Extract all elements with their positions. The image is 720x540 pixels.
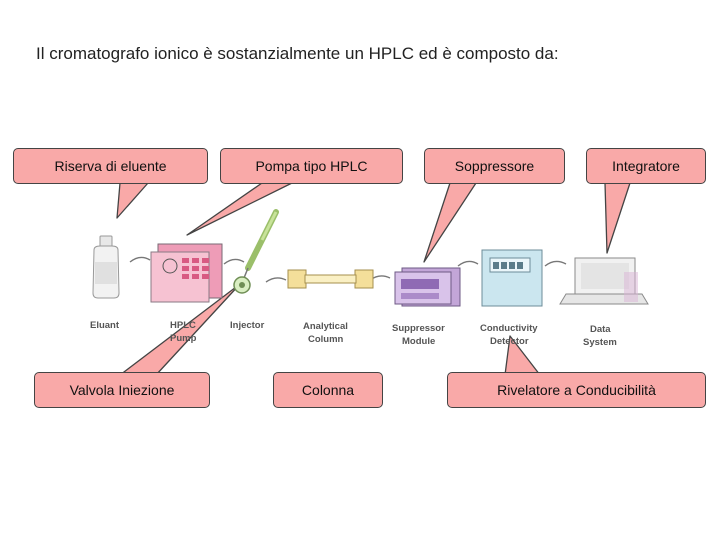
pump-label-2: Pump — [170, 333, 197, 344]
data-label-1: Data — [590, 324, 611, 335]
injector-label: Injector — [230, 320, 265, 331]
detector-label-2: Detector — [490, 336, 529, 347]
callout-tail-pompa — [186, 182, 293, 236]
eluent-label: Eluant — [90, 320, 120, 331]
suppressor-label-2: Module — [402, 336, 435, 347]
callout-soppressore: Soppressore — [424, 148, 565, 184]
callout-integratore: Integratore — [586, 148, 706, 184]
conductivity-detector-icon — [481, 249, 543, 307]
flow-arrow-3 — [265, 277, 287, 283]
flow-arrow-6 — [544, 260, 567, 267]
suppressor-module-icon — [394, 267, 461, 307]
callout-tail-soppressore — [423, 182, 477, 263]
eluent-bottle-icon — [92, 235, 120, 299]
syringe-icon — [243, 209, 279, 279]
callout-tail-integratore — [604, 182, 631, 254]
callout-rivelatore-conducibilita: Rivelatore a Conducibilità — [447, 372, 706, 408]
flow-arrow-1 — [129, 256, 151, 263]
column-label-2: Column — [308, 334, 344, 345]
pump-label-1: HPLC — [170, 320, 196, 331]
injector-valve-icon — [233, 276, 251, 294]
data-label-2: System — [583, 337, 617, 348]
callout-tail-riserva — [116, 182, 149, 219]
page-title: Il cromatografo ionico è sostanzialmente… — [36, 44, 559, 63]
column-label-1: Analytical — [303, 321, 348, 332]
detector-label-1: Conductivity — [480, 323, 538, 334]
flow-arrow-2 — [223, 258, 245, 265]
flow-arrow-5 — [457, 260, 479, 267]
callout-riserva-eluente: Riserva di eluente — [13, 148, 208, 184]
callout-colonna: Colonna — [273, 372, 383, 408]
callout-valvola-iniezione: Valvola Iniezione — [34, 372, 210, 408]
suppressor-label-1: Suppressor — [392, 323, 445, 334]
analytical-column-icon — [287, 269, 374, 289]
data-system-icon — [559, 257, 649, 305]
callout-pompa-hplc: Pompa tipo HPLC — [220, 148, 403, 184]
hplc-pump-icon — [150, 243, 223, 303]
